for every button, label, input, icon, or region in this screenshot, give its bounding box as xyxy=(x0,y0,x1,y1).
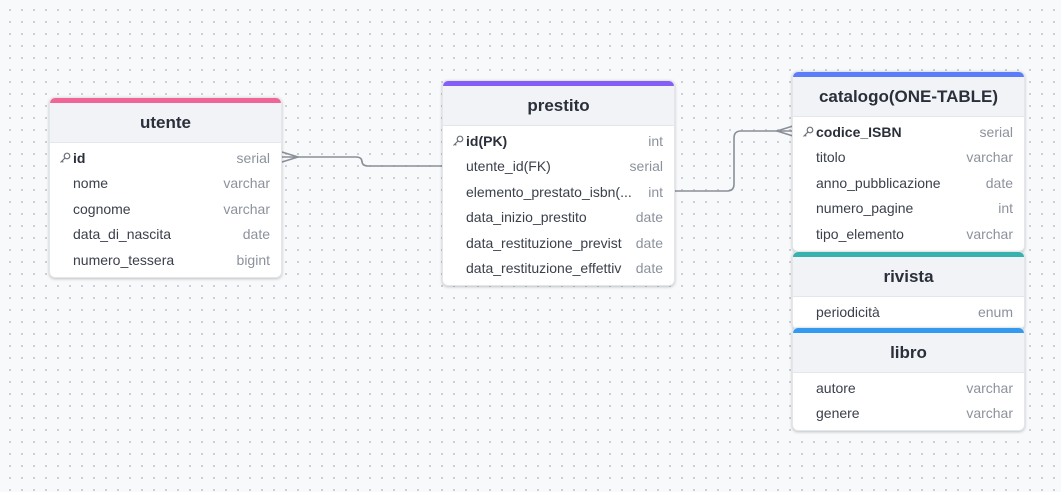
field-name: utente_id(FK) xyxy=(466,158,551,175)
table-prestito[interactable]: prestito id(PK) int utente_id(FK) serial ele… xyxy=(442,80,675,286)
table-title: libro xyxy=(793,333,1024,373)
field-type: date xyxy=(985,174,1013,191)
field-name: anno_pubblicazione xyxy=(816,174,941,191)
field-row[interactable]: tipo_elemento varchar xyxy=(793,221,1024,247)
field-type: date xyxy=(635,209,663,226)
table-title: rivista xyxy=(793,257,1024,297)
field-name: autore xyxy=(816,379,856,396)
field-row[interactable]: elemento_prestato_isbn(... int xyxy=(443,179,674,205)
table-color-bar xyxy=(793,72,1024,77)
field-name: id(PK) xyxy=(466,132,508,149)
field-type: serial xyxy=(979,123,1013,140)
connector-utente-prestito[interactable] xyxy=(282,156,443,167)
field-name: elemento_prestato_isbn(... xyxy=(466,183,632,200)
field-row[interactable]: numero_tessera bigint xyxy=(50,247,281,273)
crows-foot-utente-id xyxy=(281,151,301,163)
table-color-bar xyxy=(50,98,281,103)
field-row[interactable]: data_di_nascita date xyxy=(50,222,281,248)
field-name: titolo xyxy=(816,149,846,166)
field-row[interactable]: autore varchar xyxy=(793,375,1024,401)
field-type: serial xyxy=(236,149,270,166)
field-type: bigint xyxy=(236,251,270,268)
table-title: utente xyxy=(50,103,281,143)
field-type: date xyxy=(242,226,270,243)
field-row[interactable]: data_restituzione_effettiv date xyxy=(443,256,674,282)
field-row[interactable]: data_restituzione_previst date xyxy=(443,230,674,256)
field-row[interactable]: anno_pubblicazione date xyxy=(793,170,1024,196)
table-color-bar xyxy=(443,81,674,86)
table-utente[interactable]: utente id serial nome varchar cognome varchar… xyxy=(49,97,282,278)
field-row[interactable]: codice_ISBN serial xyxy=(793,119,1024,145)
field-type: enum xyxy=(977,303,1013,320)
key-icon xyxy=(803,126,814,137)
field-list: id serial nome varchar cognome varchar data_di… xyxy=(50,143,281,277)
field-type: date xyxy=(635,260,663,277)
field-row[interactable]: titolo varchar xyxy=(793,145,1024,171)
table-title: prestito xyxy=(443,86,674,126)
field-row[interactable]: periodicità enum xyxy=(793,299,1024,325)
key-icon xyxy=(453,135,464,146)
table-color-bar xyxy=(793,328,1024,333)
field-name: genere xyxy=(816,405,860,422)
field-name: data_restituzione_previst xyxy=(466,234,622,251)
field-row[interactable]: id serial xyxy=(50,145,281,171)
connector-prestito-catalogo[interactable] xyxy=(675,130,793,192)
field-type: varchar xyxy=(223,200,270,217)
field-type: date xyxy=(635,234,663,251)
field-type: varchar xyxy=(223,175,270,192)
field-name: numero_pagine xyxy=(816,200,914,217)
field-type: varchar xyxy=(966,149,1013,166)
field-list: id(PK) int utente_id(FK) serial elemento_pre… xyxy=(443,126,674,285)
field-row[interactable]: genere varchar xyxy=(793,401,1024,427)
field-list: autore varchar genere varchar xyxy=(793,373,1024,430)
table-catalogo[interactable]: catalogo(ONE-TABLE) codice_ISBN serial tit… xyxy=(792,71,1025,252)
crows-foot-catalogo-isbn xyxy=(774,125,794,137)
field-type: varchar xyxy=(966,225,1013,242)
field-type: varchar xyxy=(966,379,1013,396)
field-row[interactable]: cognome varchar xyxy=(50,196,281,222)
field-name: periodicità xyxy=(816,303,880,320)
field-row[interactable]: numero_pagine int xyxy=(793,196,1024,222)
field-type: int xyxy=(648,132,663,149)
field-name: numero_tessera xyxy=(73,251,175,268)
field-row[interactable]: nome varchar xyxy=(50,171,281,197)
field-name: id xyxy=(73,149,86,166)
field-list: codice_ISBN serial titolo varchar anno_pubbl… xyxy=(793,117,1024,251)
table-libro[interactable]: libro autore varchar genere varchar xyxy=(792,327,1025,431)
field-row[interactable]: id(PK) int xyxy=(443,128,674,154)
field-type: varchar xyxy=(966,405,1013,422)
field-row[interactable]: utente_id(FK) serial xyxy=(443,154,674,180)
key-icon xyxy=(60,152,71,163)
field-row[interactable]: data_inizio_prestito date xyxy=(443,205,674,231)
field-name: tipo_elemento xyxy=(816,225,904,242)
table-rivista[interactable]: rivista periodicità enum xyxy=(792,251,1025,330)
table-color-bar xyxy=(793,252,1024,257)
field-name: cognome xyxy=(73,200,131,217)
field-name: data_inizio_prestito xyxy=(466,209,587,226)
field-name: data_di_nascita xyxy=(73,226,172,243)
table-title: catalogo(ONE-TABLE) xyxy=(793,77,1024,117)
field-name: codice_ISBN xyxy=(816,123,902,140)
field-type: int xyxy=(648,183,663,200)
field-list: periodicità enum xyxy=(793,297,1024,329)
field-name: nome xyxy=(73,175,109,192)
field-type: serial xyxy=(629,158,663,175)
field-name: data_restituzione_effettiv xyxy=(466,260,622,277)
field-type: int xyxy=(998,200,1013,217)
